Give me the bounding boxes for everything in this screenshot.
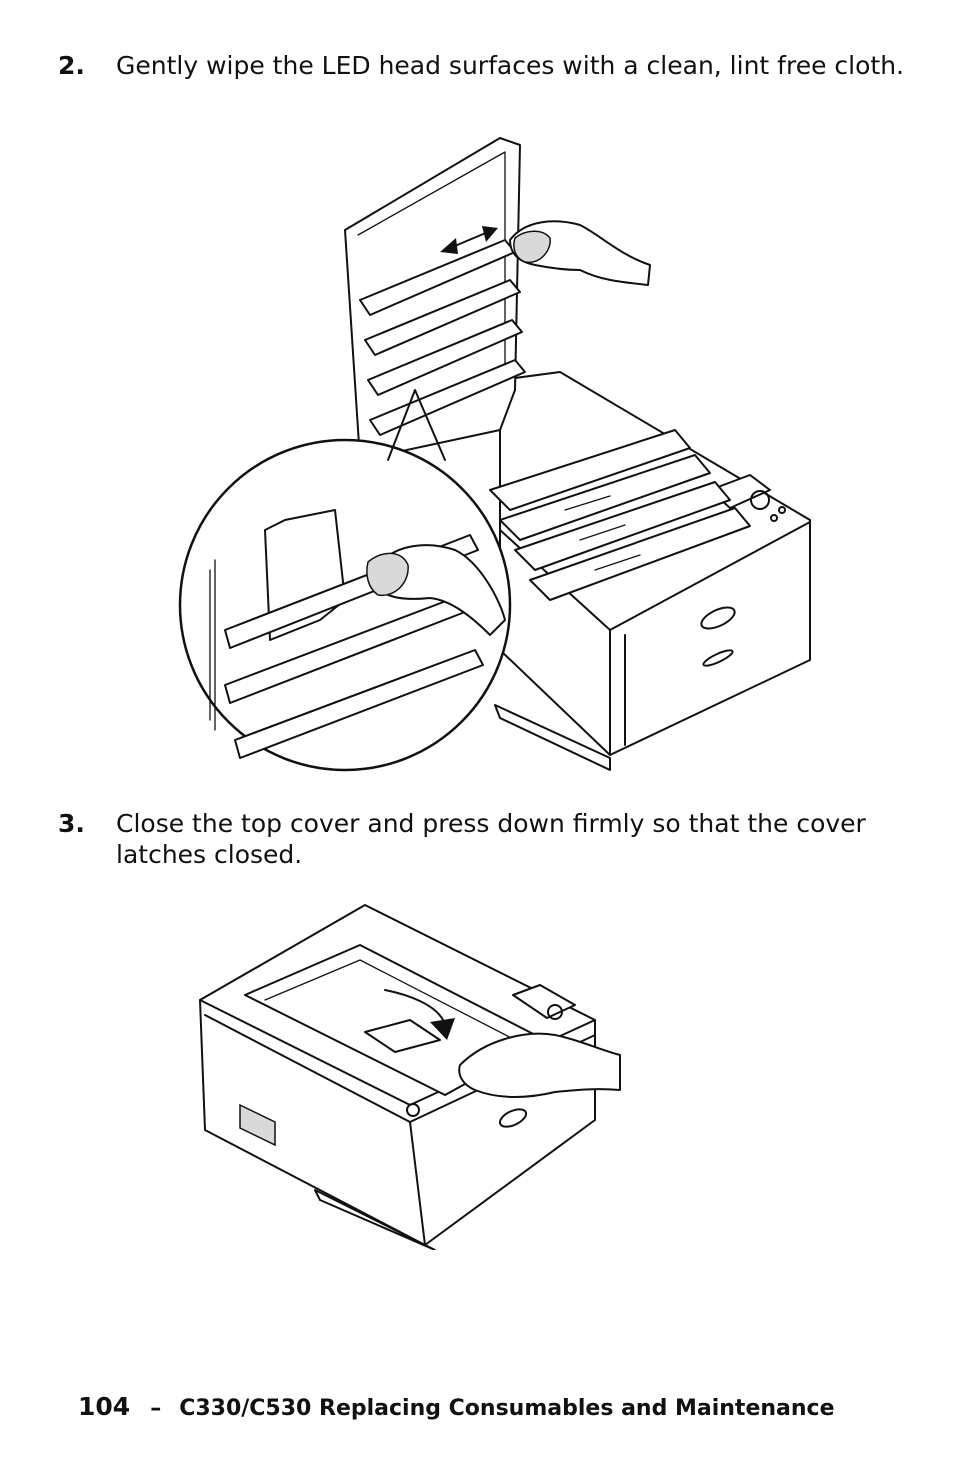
wipe-direction-arrow (440, 226, 498, 254)
operator-panel (512, 984, 576, 1019)
paper-output-flap (364, 1019, 441, 1053)
hand-icon (458, 1032, 621, 1098)
step-text: Gently wipe the LED head surfaces with a… (116, 51, 904, 80)
side-vent (239, 1103, 276, 1147)
step-text: Close the top cover and press down firml… (116, 809, 866, 869)
page-number: 104 (78, 1392, 131, 1421)
step-number: 3. (58, 809, 85, 838)
footer-separator: – (150, 1396, 162, 1421)
led-head-cleaning-illustration (178, 137, 811, 772)
detail-magnifier (178, 389, 512, 772)
front-handle-slot (700, 606, 736, 630)
led-heads (359, 239, 526, 436)
footer-title: C330/C530 Replacing Consumables and Main… (179, 1396, 835, 1421)
close-cover-illustration (199, 904, 621, 1250)
press-down-arrow (384, 989, 455, 1040)
printer-foot (494, 704, 611, 771)
front-handle-slot (498, 1108, 528, 1128)
hand-with-cloth-icon (509, 220, 651, 286)
toner-cartridges (489, 429, 751, 601)
step-number: 2. (58, 51, 85, 80)
printer-foot (314, 1189, 436, 1250)
page-footer: 104–C330/C530 Replacing Consumables and … (78, 1392, 835, 1421)
